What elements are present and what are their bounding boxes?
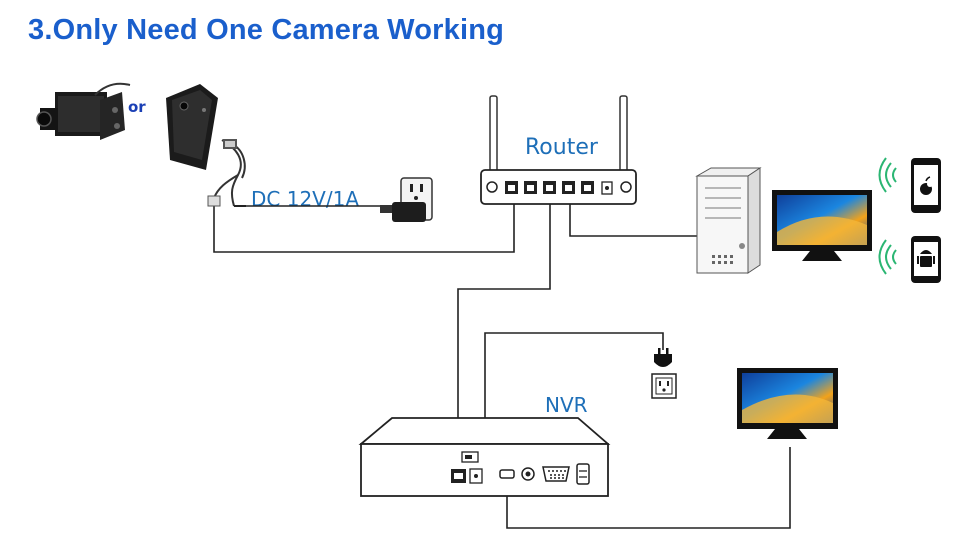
plug-icon [654,348,672,367]
camera-router-cable [213,197,515,253]
apple-phone-icon [911,158,941,213]
box-camera-icon [36,82,131,140]
camera-pigtail-icon [207,139,246,207]
pc-tower-icon [695,167,762,274]
router-pc-cable [569,197,697,237]
power-adapter-icon [246,202,426,222]
router-nvr-cable [457,197,551,462]
router-label: Router [525,135,599,160]
pinhole-camera-icon [166,84,218,170]
nvr-monitor-cable [506,447,791,529]
nvr-icon [358,417,611,497]
power-spec-label: DC 12V/1A [251,187,359,211]
android-phone-icon [911,236,941,283]
wires [213,197,791,529]
or-label: or [128,98,146,116]
nvr-monitor-icon [737,368,838,439]
page-title: 3.Only Need One Camera Working [28,14,505,46]
nvr-power-cable [484,332,664,462]
nvr-outlet-icon [651,373,677,399]
monitor-icon [772,190,872,261]
router-icon [480,95,637,205]
nvr-label: NVR [545,393,588,417]
wifi-icon [878,157,897,275]
